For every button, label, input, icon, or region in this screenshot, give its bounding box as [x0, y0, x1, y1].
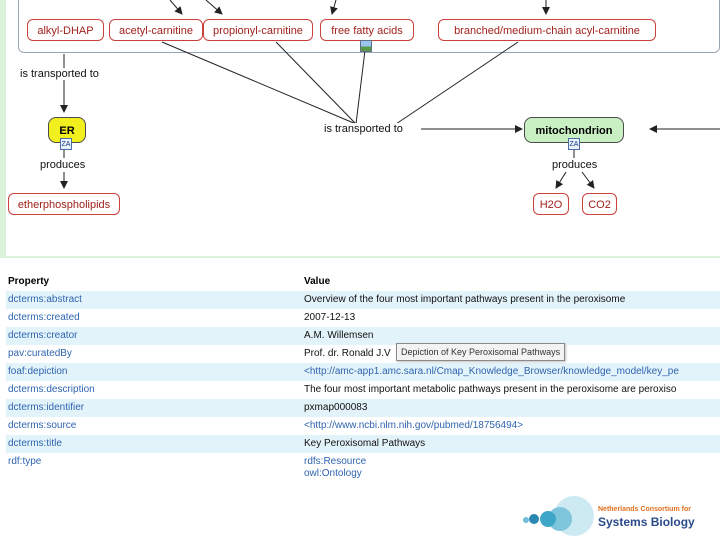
type-link-owl-ontology[interactable]: owl:Ontology: [304, 468, 362, 479]
property-link[interactable]: dcterms:source: [8, 420, 77, 431]
node-mitochondrion[interactable]: mitochondrion: [524, 117, 624, 143]
table-row: dcterms:description The four most import…: [6, 381, 720, 399]
edge-label-produces-left: produces: [38, 159, 88, 171]
resource-icon[interactable]: ZA: [60, 138, 72, 150]
table-row: dcterms:creator A.M. Willemsen: [6, 327, 720, 345]
table-row: pav:curatedBy Prof. dr. Ronald J.V: [6, 345, 720, 363]
property-link[interactable]: dcterms:created: [8, 312, 80, 323]
edge-label-transport-left: is transported to: [18, 68, 101, 80]
property-link[interactable]: foaf:depiction: [8, 366, 68, 377]
image-icon[interactable]: [360, 40, 372, 52]
logo-text-systems-biology: Systems Biology: [598, 515, 695, 529]
node-alkyl-dhap[interactable]: alkyl-DHAP: [27, 19, 104, 41]
node-branched-medium-chain-acyl-carnitine[interactable]: branched/medium-chain acyl-carnitine: [438, 19, 656, 41]
node-acetyl-carnitine[interactable]: acetyl-carnitine: [109, 19, 203, 41]
depiction-tooltip: Depiction of Key Peroxisomal Pathways: [396, 343, 566, 361]
property-link[interactable]: dcterms:abstract: [8, 294, 82, 305]
property-value: The four most important metabolic pathwa…: [304, 384, 677, 395]
table-row: dcterms:title Key Peroxisomal Pathways: [6, 435, 720, 453]
concept-map-edges: [60, 0, 720, 189]
property-link[interactable]: dcterms:identifier: [8, 402, 85, 413]
property-link[interactable]: dcterms:creator: [8, 330, 78, 341]
table-header: Property Value: [6, 273, 720, 291]
property-value: pxmap000083: [304, 402, 368, 413]
property-value: Overview of the four most important path…: [304, 294, 626, 305]
concept-map-canvas: alkyl-DHAP acetyl-carnitine propionyl-ca…: [6, 0, 720, 256]
table-row: dcterms:created 2007-12-13: [6, 309, 720, 327]
property-link[interactable]: pav:curatedBy: [8, 348, 72, 359]
table-row: foaf:depiction <http://amc-app1.amc.sara…: [6, 363, 720, 381]
node-h2o[interactable]: H2O: [533, 193, 569, 215]
table-row: rdf:type rdfs:Resource owl:Ontology: [6, 453, 720, 483]
nc-sb-logo: Netherlands Consortium for Systems Biolo…: [520, 494, 720, 540]
type-value-list: rdfs:Resource owl:Ontology: [304, 456, 366, 480]
logo-circles-icon: [523, 496, 594, 536]
node-propionyl-carnitine[interactable]: propionyl-carnitine: [203, 19, 313, 41]
depiction-link[interactable]: <http://amc-app1.amc.sara.nl/Cmap_Knowle…: [304, 366, 679, 377]
property-value: A.M. Willemsen: [304, 330, 374, 341]
source-link[interactable]: <http://www.ncbi.nlm.nih.gov/pubmed/1875…: [304, 420, 524, 431]
edge-label-transport-center: is transported to: [322, 123, 405, 135]
table-row: dcterms:identifier pxmap000083: [6, 399, 720, 417]
column-header-property: Property: [8, 276, 50, 287]
table-row: dcterms:abstract Overview of the four mo…: [6, 291, 720, 309]
logo-text-consortium: Netherlands Consortium for: [598, 506, 691, 513]
node-etherphospholipids[interactable]: etherphospholipids: [8, 193, 120, 215]
property-value: 2007-12-13: [304, 312, 356, 323]
property-link[interactable]: rdf:type: [8, 456, 42, 467]
column-header-value: Value: [304, 276, 331, 287]
edge-label-produces-right: produces: [550, 159, 600, 171]
property-link[interactable]: dcterms:description: [8, 384, 95, 395]
type-link-rdfs-resource[interactable]: rdfs:Resource: [304, 456, 367, 467]
property-value: Key Peroxisomal Pathways: [304, 438, 426, 449]
table-row: dcterms:source <http://www.ncbi.nlm.nih.…: [6, 417, 720, 435]
property-link[interactable]: dcterms:title: [8, 438, 62, 449]
node-co2[interactable]: CO2: [582, 193, 617, 215]
concept-map-panel: alkyl-DHAP acetyl-carnitine propionyl-ca…: [0, 0, 720, 258]
property-value: Prof. dr. Ronald J.V: [304, 348, 391, 359]
resource-icon[interactable]: ZA: [568, 138, 580, 150]
node-free-fatty-acids[interactable]: free fatty acids: [320, 19, 414, 41]
